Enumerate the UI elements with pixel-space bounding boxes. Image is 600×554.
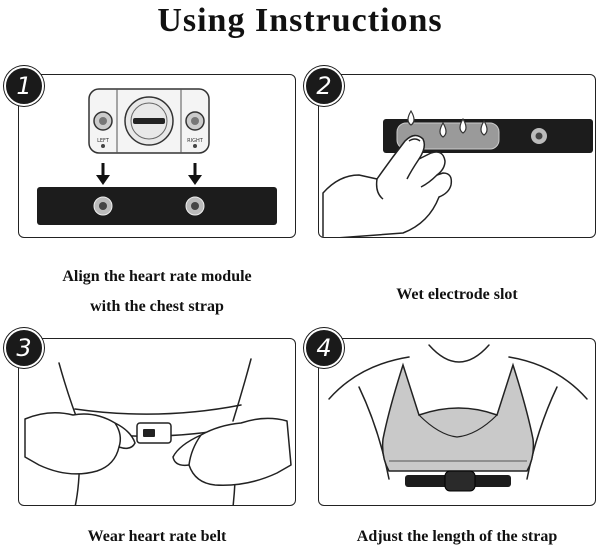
water-drop-icon <box>459 117 467 134</box>
water-drop-icon <box>439 121 447 138</box>
step-1-caption-line2: with the chest strap <box>90 298 224 315</box>
down-arrow-icon <box>188 163 202 185</box>
sports-bra <box>381 362 535 472</box>
step-1-illustration: LEFT RIGHT <box>37 88 277 225</box>
hand-icon <box>24 412 292 486</box>
step-2-number-badge: 2 <box>304 66 344 106</box>
page-title: Using Instructions <box>157 2 443 39</box>
step-2-caption: Wet electrode slot <box>396 286 518 303</box>
down-arrow-icon <box>96 163 110 185</box>
step-1-panel: LEFT RIGHT <box>18 74 296 238</box>
step-2-panel <box>318 74 596 238</box>
step-4-caption: Adjust the length of the strap <box>356 528 558 545</box>
step-1-number-badge: 1 <box>4 66 44 106</box>
step-4-illustration <box>328 344 588 492</box>
heart-rate-module <box>444 470 476 492</box>
step-1-caption: Align the heart rate module with the che… <box>18 262 296 322</box>
water-drop-icon <box>407 109 415 126</box>
step-4-number-badge: 4 <box>304 328 344 368</box>
module-right-label: RIGHT <box>187 138 204 144</box>
step-3-caption: Wear heart rate belt <box>87 528 227 545</box>
step-2-illustration <box>322 109 593 237</box>
step-4-panel <box>318 338 596 506</box>
module-left-label: LEFT <box>97 138 110 144</box>
step-3-illustration <box>24 358 292 505</box>
step-1-caption-line1: Align the heart rate module <box>62 268 252 285</box>
hand-icon <box>322 134 453 237</box>
step-3-panel <box>18 338 296 506</box>
step-3-number-badge: 3 <box>4 328 44 368</box>
water-drop-icon <box>480 119 488 136</box>
